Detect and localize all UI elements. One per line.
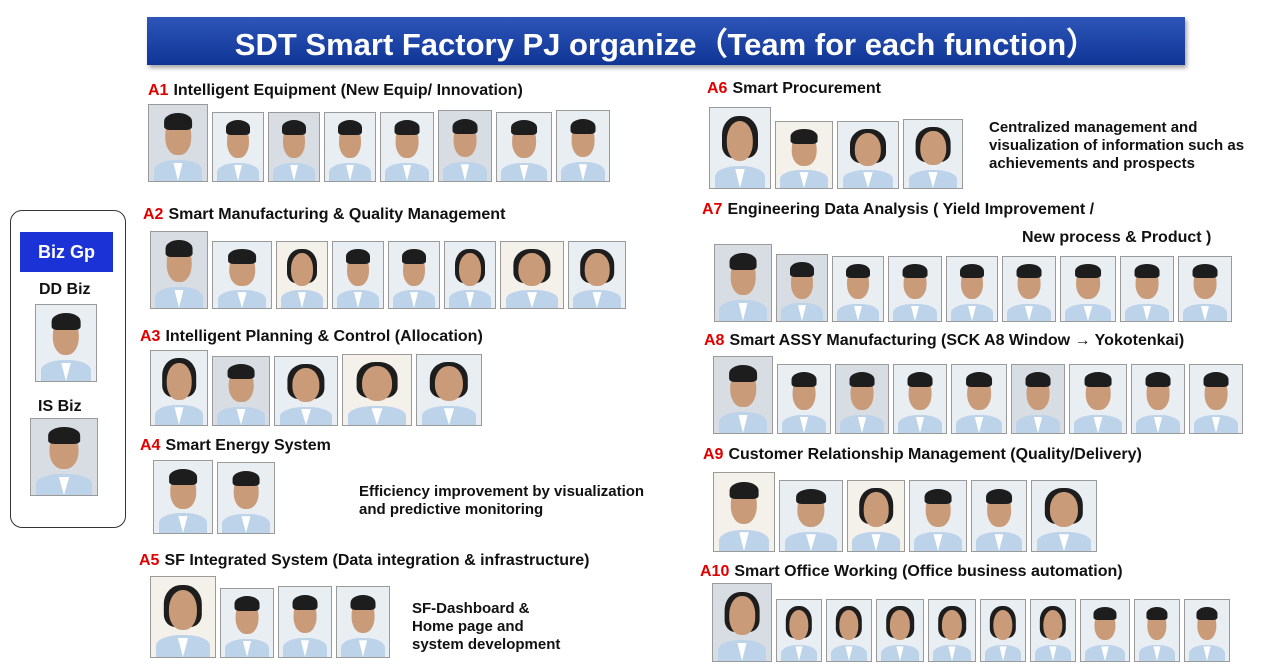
member-photo (332, 241, 384, 309)
member-photo (336, 586, 390, 658)
member-photo (1134, 599, 1180, 662)
member-photo (826, 599, 872, 662)
section-a4-description: Efficiency improvement by visualization … (359, 483, 645, 518)
dd-biz-label: DD Biz (39, 281, 91, 298)
member-photo (903, 119, 963, 189)
member-photo (712, 583, 772, 662)
is-biz-label: IS Biz (38, 398, 82, 415)
member-photo (416, 354, 482, 426)
section-a7-photos (714, 244, 1236, 322)
section-a1-photos (148, 104, 614, 182)
section-a8-photos (713, 356, 1247, 434)
member-photo (951, 364, 1007, 434)
member-photo (276, 241, 328, 309)
member-photo (1002, 256, 1056, 322)
member-photo (713, 472, 775, 552)
member-photo (1030, 599, 1076, 662)
biz-gp-button[interactable]: Biz Gp (20, 232, 113, 272)
member-photo (776, 254, 828, 322)
member-photo (776, 599, 822, 662)
member-photo (946, 256, 998, 322)
member-photo (500, 241, 564, 309)
member-photo (556, 110, 610, 182)
member-photo (837, 121, 899, 189)
member-photo (30, 418, 98, 496)
member-photo (35, 304, 97, 382)
member-photo (212, 356, 270, 426)
member-photo (1120, 256, 1174, 322)
member-photo (150, 576, 216, 658)
member-photo (1060, 256, 1116, 322)
member-photo (1184, 599, 1230, 662)
member-photo (388, 241, 440, 309)
member-photo (150, 231, 208, 309)
dd-biz-photo (35, 304, 101, 382)
member-photo (148, 104, 208, 182)
section-a7-title-line2: New process & Product ) (1022, 229, 1212, 246)
member-photo (568, 241, 626, 309)
member-photo (1178, 256, 1232, 322)
member-photo (928, 599, 976, 662)
member-photo (274, 356, 338, 426)
member-photo (888, 256, 942, 322)
section-a3-photos (150, 350, 486, 426)
member-photo (153, 460, 213, 534)
member-photo (438, 110, 492, 182)
member-photo (342, 354, 412, 426)
member-photo (1011, 364, 1065, 434)
page-title: SDT Smart Factory PJ organize（Team for e… (147, 17, 1185, 65)
member-photo (1189, 364, 1243, 434)
member-photo (220, 588, 274, 658)
member-photo (217, 462, 275, 534)
member-photo (1069, 364, 1127, 434)
member-photo (150, 350, 208, 426)
member-photo (775, 121, 833, 189)
member-photo (1131, 364, 1185, 434)
member-photo (212, 112, 264, 182)
section-a4-photos (153, 460, 279, 534)
section-a9-photos (713, 472, 1101, 552)
section-a6-description: Centralized management and visualization… (989, 119, 1245, 172)
member-photo (779, 480, 843, 552)
section-a5-description: SF-Dashboard & Home page and system deve… (412, 600, 561, 653)
member-photo (847, 480, 905, 552)
member-photo (1080, 599, 1130, 662)
member-photo (709, 107, 771, 189)
member-photo (876, 599, 924, 662)
member-photo (278, 586, 332, 658)
member-photo (324, 112, 376, 182)
is-biz-photo (30, 418, 102, 496)
member-photo (713, 356, 773, 434)
member-photo (268, 112, 320, 182)
member-photo (380, 112, 434, 182)
member-photo (909, 480, 967, 552)
section-a5-photos (150, 576, 394, 658)
member-photo (971, 480, 1027, 552)
member-photo (893, 364, 947, 434)
member-photo (832, 256, 884, 322)
member-photo (496, 112, 552, 182)
member-photo (1031, 480, 1097, 552)
member-photo (835, 364, 889, 434)
member-photo (980, 599, 1026, 662)
member-photo (444, 241, 496, 309)
section-a2-photos (150, 231, 630, 309)
section-a10-photos (712, 583, 1234, 662)
section-a6-photos (709, 107, 967, 189)
member-photo (714, 244, 772, 322)
member-photo (212, 241, 272, 309)
member-photo (777, 364, 831, 434)
